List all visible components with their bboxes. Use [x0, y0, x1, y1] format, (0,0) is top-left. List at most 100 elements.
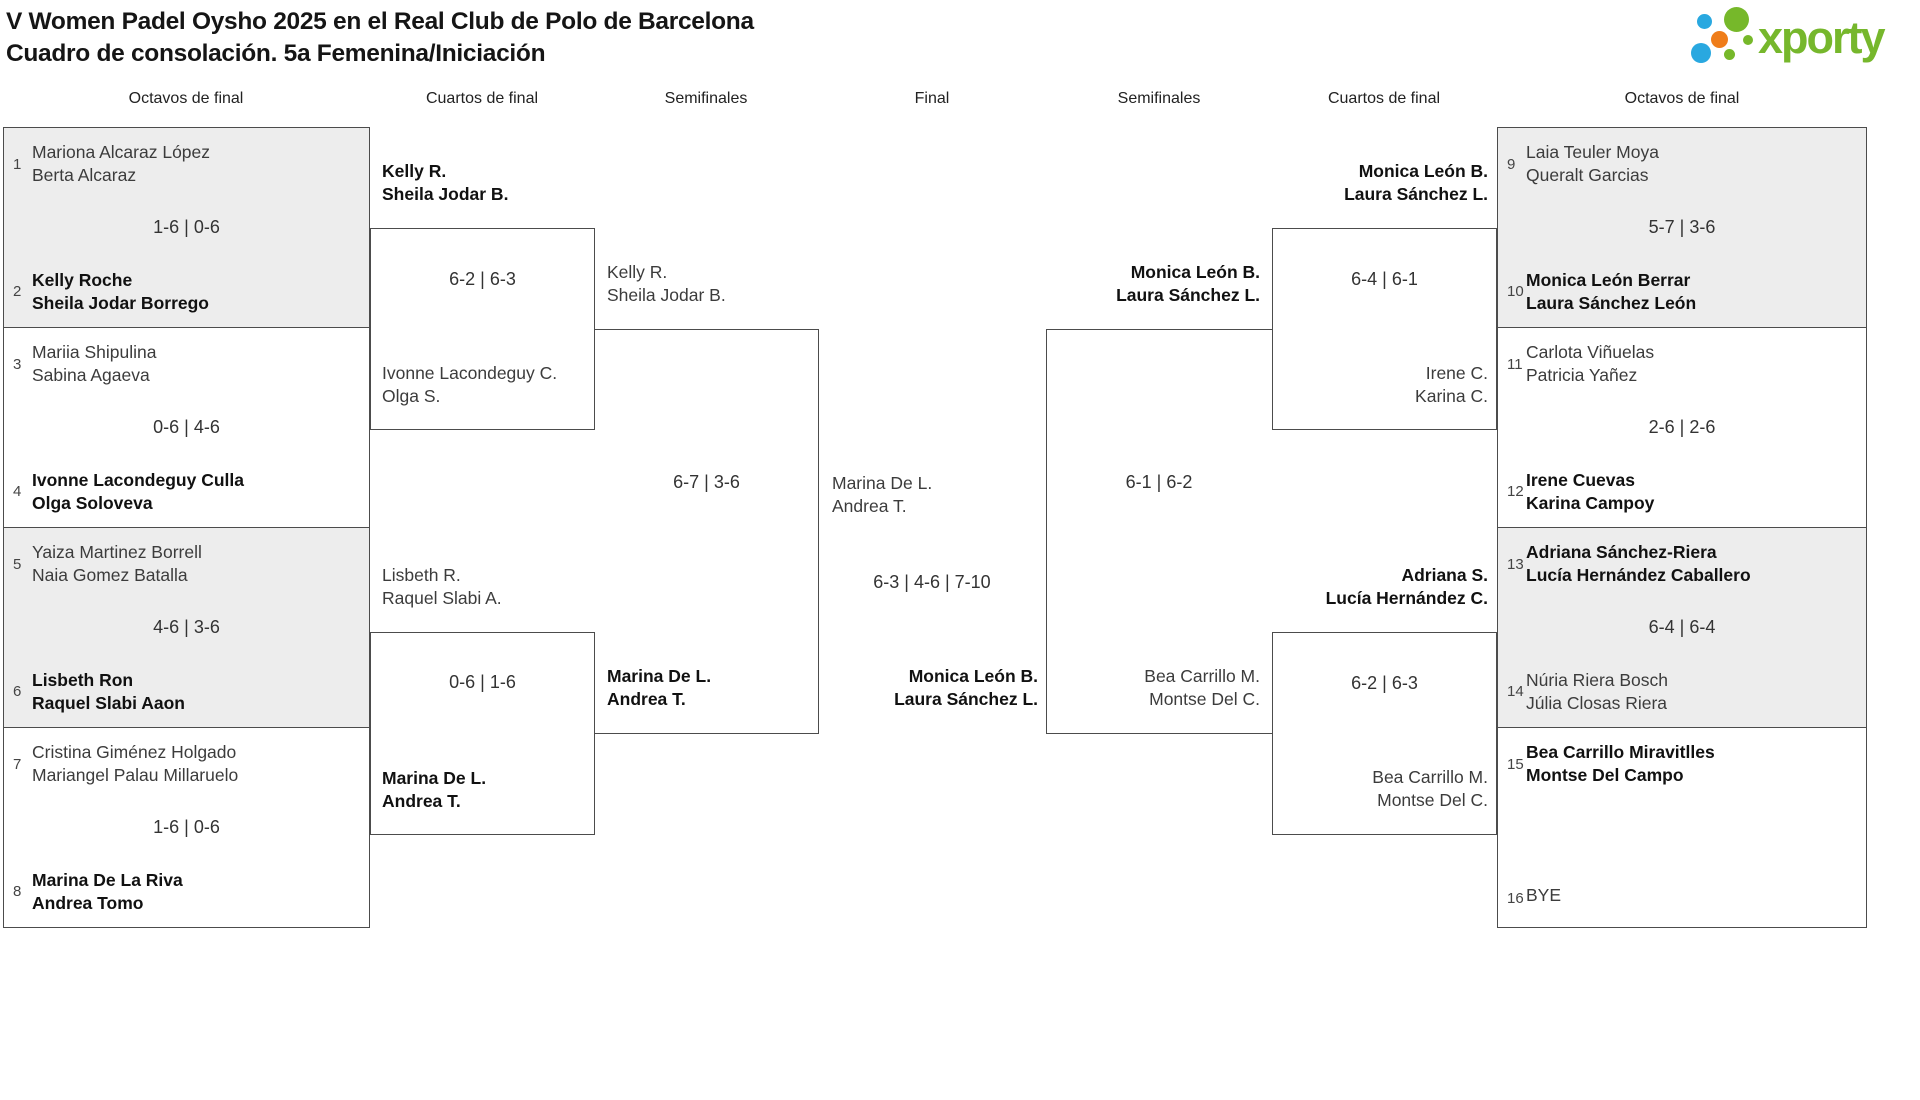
player-name: Bea Carrillo M.: [1372, 767, 1488, 787]
logo-dot-green-bottom: [1724, 49, 1735, 60]
match-score: 0-6 | 4-6: [153, 417, 220, 437]
team-label: Bea Carrillo M.Montse Del C.: [1046, 665, 1260, 711]
player-name: Monica León B.: [1358, 161, 1488, 181]
player-name: BYE: [1526, 885, 1562, 905]
team-label: Lisbeth R. Raquel Slabi A.: [382, 564, 502, 610]
player-name: Andrea T.: [607, 689, 686, 709]
match-score: 2-6 | 2-6: [1648, 417, 1716, 437]
player-name: Montse Del C.: [1149, 689, 1260, 709]
player-name: Lisbeth Ron: [32, 670, 134, 690]
seed-14: 14: [1507, 683, 1524, 700]
player-name: Kelly R.: [607, 262, 668, 282]
header-cuartos-right: Cuartos de final: [1327, 90, 1441, 107]
player-name: Lisbeth R.: [382, 565, 461, 585]
logo-dot-orange: [1711, 31, 1728, 48]
player-name: Mariangel Palau Millaruelo: [32, 765, 239, 785]
team-label-winner: Adriana S.Lucía Hernández C.: [1272, 564, 1488, 610]
player-name: Yaiza Martinez Borrell: [32, 542, 202, 562]
player-name: Raquel Slabi A.: [382, 588, 502, 608]
seed-3: 3: [13, 356, 22, 373]
player-name: Montse Del Campo: [1526, 765, 1684, 785]
team-label-champion: Monica León B.Laura Sánchez L.: [820, 665, 1038, 711]
player-name: Bea Carrillo Miravitlles: [1526, 742, 1715, 762]
player-name: Mariia Shipulina: [32, 342, 157, 362]
player-name: Adriana Sánchez-Riera: [1526, 542, 1717, 562]
bracket-line: [1046, 329, 1047, 734]
player-name: Raquel Slabi Aaon: [32, 693, 185, 713]
match-score: 1-6 | 0-6: [153, 217, 220, 237]
player-name: Monica León B.: [1130, 262, 1260, 282]
player-name: Laia Teuler Moya: [1526, 142, 1659, 162]
player-name: Mariona Alcaraz López: [32, 142, 211, 162]
logo-dot-blue-large: [1691, 43, 1711, 63]
player-name: Laura Sánchez León: [1526, 293, 1697, 313]
seed-12: 12: [1507, 483, 1524, 500]
player-name: Andrea T.: [382, 791, 461, 811]
player-name: Adriana S.: [1401, 565, 1488, 585]
team-label: Bea Carrillo M. Montse Del C.: [1272, 766, 1488, 812]
match-score: 6-2 | 6-3: [1351, 673, 1418, 693]
match-score: 5-7 | 3-6: [1648, 217, 1716, 237]
player-name: Andrea T.: [832, 496, 907, 516]
bracket-line: [818, 329, 819, 734]
logo-wordmark: xporty: [1758, 12, 1886, 63]
player-name: Kelly Roche: [32, 270, 133, 290]
seed-7: 7: [13, 756, 22, 773]
player-name: Olga S.: [382, 386, 441, 406]
match-score: 6-2 | 6-3: [449, 269, 516, 289]
player-name: Naia Gomez Batalla: [32, 565, 188, 585]
team-label-winner: Marina De L.Andrea T.: [607, 665, 711, 711]
match-score: 6-4 | 6-4: [1648, 617, 1716, 637]
player-name: Patricia Yañez: [1526, 365, 1638, 385]
player-name: Marina De La Riva: [32, 870, 183, 890]
player-name: Sabina Agaeva: [32, 365, 150, 385]
match-score: 0-6 | 1-6: [449, 672, 516, 692]
team-label: Kelly R. Sheila Jodar B.: [607, 261, 726, 307]
team-label: Irene C.Karina C.: [1272, 362, 1488, 408]
player-name: Sheila Jodar B.: [382, 184, 509, 204]
player-name: Ivonne Lacondeguy Culla: [32, 470, 244, 490]
seed-11: 11: [1507, 356, 1523, 373]
team-label-winner: Kelly R. Sheila Jodar B.: [382, 160, 508, 206]
player-name: Sheila Jodar Borrego: [32, 293, 209, 313]
player-name: Marina De L.: [382, 768, 487, 788]
header-cuartos-left: Cuartos de final: [425, 90, 539, 107]
seed-13: 13: [1507, 556, 1524, 573]
match-score: 6-7 | 3-6: [673, 472, 740, 492]
player-name: Montse Del C.: [1377, 790, 1488, 810]
match-box-qf-3: [1272, 228, 1497, 430]
player-name: Karina C.: [1415, 386, 1488, 406]
seed-4: 4: [13, 483, 22, 500]
seed-1: 1: [13, 156, 22, 173]
seed-2: 2: [13, 283, 22, 300]
match-score: 1-6 | 0-6: [153, 817, 220, 837]
player-name: Irene Cuevas: [1526, 470, 1635, 490]
page-title-line1: V Women Padel Oysho 2025 en el Real Club…: [6, 8, 754, 35]
logo-dot-green-right: [1743, 35, 1753, 45]
player-name: Olga Soloveva: [32, 493, 153, 513]
player-name: Núria Riera Bosch: [1526, 670, 1668, 690]
player-name: Sheila Jodar B.: [607, 285, 726, 305]
seed-15: 15: [1507, 756, 1524, 773]
player-name: Marina De L.: [832, 473, 933, 493]
bye-label: BYE: [1526, 884, 1561, 907]
xporty-logo[interactable]: xporty: [1686, 4, 1916, 68]
bracket-line: [1046, 733, 1272, 734]
player-name: Cristina Giménez Holgado: [32, 742, 237, 762]
player-name: Kelly R.: [382, 161, 447, 181]
player-name: Andrea Tomo: [32, 893, 144, 913]
